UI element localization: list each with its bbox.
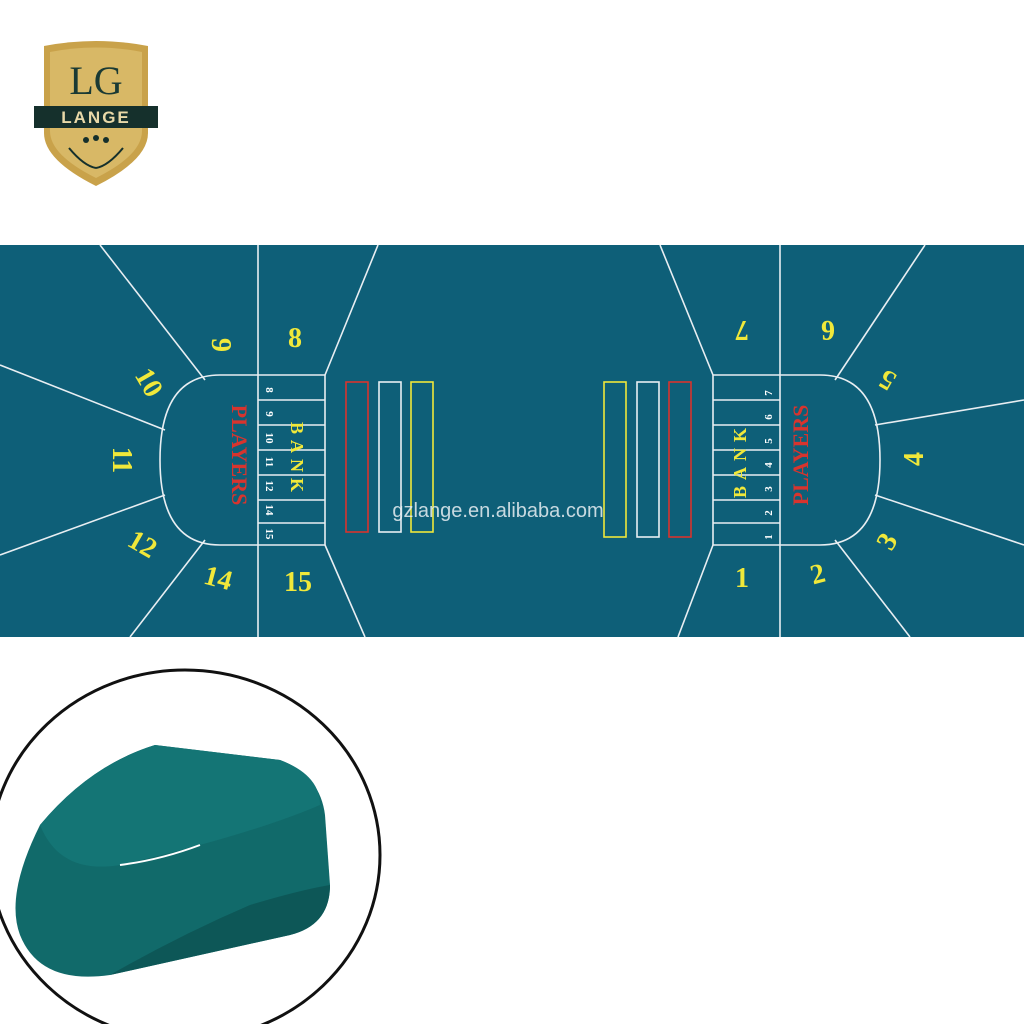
box-number: 6 — [763, 414, 775, 420]
box-number: 12 — [263, 481, 275, 493]
box-number: 1 — [763, 534, 775, 540]
box-number: 14 — [263, 505, 275, 517]
box-number: 11 — [263, 457, 275, 467]
box-number: 4 — [763, 462, 775, 468]
folded-cloth-photo — [0, 668, 382, 1024]
seat-number: 11 — [106, 447, 137, 473]
laurel-icon — [68, 147, 124, 169]
seat-number: 7 — [735, 314, 749, 345]
box-number: 5 — [763, 438, 775, 444]
bank-label: BANK — [730, 422, 750, 498]
card-suits-icon — [83, 135, 109, 143]
seat-number: 8 — [288, 323, 302, 354]
baccarat-table-layout: 9 8 10 11 12 14 15 7 6 5 4 3 2 1 PLAYERS… — [0, 245, 1024, 637]
seat-number: 6 — [821, 314, 835, 345]
players-label: PLAYERS — [227, 405, 252, 506]
bank-label: BANK — [287, 422, 307, 498]
box-number: 2 — [763, 510, 775, 516]
logo-monogram: LG — [69, 58, 122, 103]
lange-logo: LG LANGE — [34, 41, 158, 186]
watermark: gzlange.en.alibaba.com — [392, 500, 603, 522]
box-number: 10 — [263, 433, 275, 445]
box-number: 3 — [763, 486, 775, 492]
seat-number: 1 — [735, 563, 749, 594]
logo-brand: LANGE — [61, 108, 131, 127]
box-number: 15 — [263, 529, 275, 541]
box-number: 8 — [263, 387, 275, 393]
seat-number: 4 — [899, 452, 930, 466]
box-number: 9 — [263, 411, 275, 417]
players-label: PLAYERS — [788, 405, 813, 506]
seat-number: 9 — [205, 338, 236, 352]
seat-number: 15 — [284, 567, 312, 598]
box-number: 7 — [763, 390, 775, 396]
